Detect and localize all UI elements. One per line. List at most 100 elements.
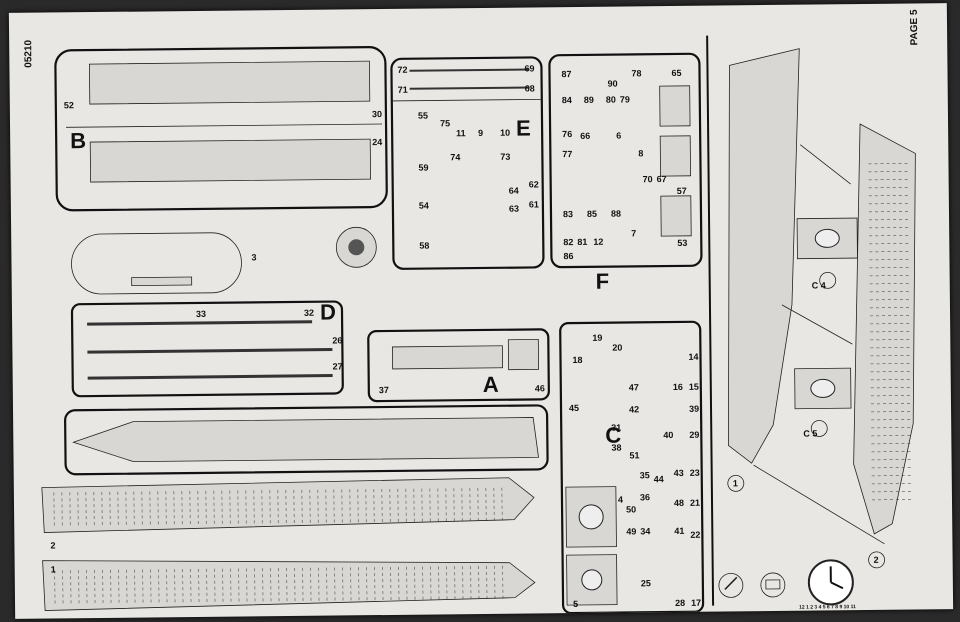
part-label-39: 39 bbox=[689, 404, 699, 414]
part-label-76: 76 bbox=[562, 129, 572, 139]
glue-icon bbox=[718, 572, 744, 598]
part-label-90: 90 bbox=[608, 79, 618, 89]
part-label-55: 55 bbox=[418, 111, 428, 121]
part-label-58: 58 bbox=[419, 241, 429, 251]
part-label-66: 66 bbox=[580, 131, 590, 141]
hull-assembly-drawing bbox=[728, 48, 916, 545]
part-label-4: 4 bbox=[618, 495, 623, 505]
hull-porthole-rows bbox=[53, 487, 504, 604]
document-code: 05210 bbox=[23, 39, 34, 67]
part-label-74: 74 bbox=[450, 152, 460, 162]
part-label-3: 3 bbox=[251, 252, 256, 262]
part-label-26: 26 bbox=[332, 335, 342, 345]
part-label-35: 35 bbox=[640, 470, 650, 480]
part-label-40: 40 bbox=[663, 430, 673, 440]
part-label-48: 48 bbox=[674, 498, 684, 508]
sprue-c-frame bbox=[559, 320, 705, 615]
part-label-50: 50 bbox=[626, 504, 636, 514]
sprue-label-d: D bbox=[320, 300, 336, 325]
part-label-72: 72 bbox=[397, 65, 407, 75]
part-label-1: 1 bbox=[51, 564, 56, 574]
sprue-e-frame bbox=[390, 56, 545, 270]
assembly-divider bbox=[706, 35, 715, 606]
part-label-75: 75 bbox=[440, 118, 450, 128]
hull-sprue-panel: 2 1 bbox=[41, 477, 536, 611]
part-label-12: 12 bbox=[593, 237, 603, 247]
part-label-84: 84 bbox=[562, 95, 572, 105]
part-label-88: 88 bbox=[611, 209, 621, 219]
part-label-81: 81 bbox=[577, 237, 587, 247]
part-label-18: 18 bbox=[572, 355, 582, 365]
part-label-20: 20 bbox=[612, 343, 622, 353]
part-label-80: 80 bbox=[606, 95, 616, 105]
part-label-85: 85 bbox=[587, 209, 597, 219]
part-label-31: 31 bbox=[611, 423, 621, 433]
part-label-52: 52 bbox=[64, 100, 74, 110]
sprue-label-b: B bbox=[70, 128, 86, 153]
part-label-36: 36 bbox=[640, 492, 650, 502]
part-label-19: 19 bbox=[592, 333, 602, 343]
part-label-7: 7 bbox=[631, 228, 636, 238]
part-label-64: 64 bbox=[509, 186, 519, 196]
part-label-53: 53 bbox=[677, 238, 687, 248]
part-label-22: 22 bbox=[690, 530, 700, 540]
part-label-38: 38 bbox=[611, 443, 621, 453]
part-label-23: 23 bbox=[690, 468, 700, 478]
part-label-47: 47 bbox=[629, 382, 639, 392]
part-label-73: 73 bbox=[500, 152, 510, 162]
part-label-8: 8 bbox=[638, 148, 643, 158]
part-label-17: 17 bbox=[691, 598, 701, 608]
main-deck-part bbox=[72, 417, 539, 463]
part-label-79: 79 bbox=[620, 94, 630, 104]
part-label-87: 87 bbox=[561, 69, 571, 79]
part-label-83: 83 bbox=[563, 209, 573, 219]
part-label-9: 9 bbox=[478, 128, 483, 138]
part-label-37: 37 bbox=[379, 385, 389, 395]
part-label-62: 62 bbox=[529, 179, 539, 189]
part-label-65: 65 bbox=[671, 68, 681, 78]
part-label-30: 30 bbox=[372, 109, 382, 119]
part-label-24: 24 bbox=[372, 137, 382, 147]
sprue-f-frame bbox=[548, 52, 703, 269]
sprue-d-frame bbox=[70, 300, 344, 398]
part-label-41: 41 bbox=[674, 526, 684, 536]
part-label-86: 86 bbox=[563, 251, 573, 261]
part-label-46: 46 bbox=[535, 383, 545, 393]
part-label-42: 42 bbox=[629, 404, 639, 414]
part-label-21: 21 bbox=[690, 498, 700, 508]
sprue-label-e: E bbox=[516, 115, 531, 140]
instruction-sheet: 05210 PAGE 5 2 1 B 52 30 24 3 D 33 32 26… bbox=[8, 3, 954, 619]
part-label-70: 70 bbox=[643, 174, 653, 184]
part-label-71: 71 bbox=[398, 85, 408, 95]
hull-outer-half bbox=[853, 123, 916, 535]
part-label-29: 29 bbox=[689, 430, 699, 440]
part-label-27: 27 bbox=[333, 361, 343, 371]
page-label: PAGE 5 bbox=[909, 9, 920, 45]
sprue-label-c: C bbox=[605, 423, 621, 448]
part-label-54: 54 bbox=[419, 201, 429, 211]
part-label-49: 49 bbox=[626, 526, 636, 536]
part-label-25: 25 bbox=[641, 578, 651, 588]
part-label-57: 57 bbox=[677, 186, 687, 196]
callout-step-2: 2 bbox=[874, 555, 879, 565]
part-label-77: 77 bbox=[562, 149, 572, 159]
callout-step-1: 1 bbox=[733, 478, 738, 488]
part-label-45: 45 bbox=[569, 403, 579, 413]
part-label-33: 33 bbox=[196, 309, 206, 319]
cutter-icon bbox=[760, 572, 786, 598]
part-label-89: 89 bbox=[584, 95, 594, 105]
part-label-16: 16 bbox=[673, 382, 683, 392]
part-label-78: 78 bbox=[631, 68, 641, 78]
part-label-11: 11 bbox=[456, 128, 466, 138]
clock-dial-numerals: 12 1 2 3 4 5 6 7 8 9 10 11 bbox=[799, 604, 856, 611]
callout-c5: C 5 bbox=[803, 428, 817, 438]
part-label-69: 69 bbox=[524, 63, 534, 73]
callout-c4: C 4 bbox=[812, 280, 826, 290]
part-label-34: 34 bbox=[640, 526, 650, 536]
part-label-2: 2 bbox=[50, 540, 55, 550]
part-label-61: 61 bbox=[529, 199, 539, 209]
part-label-59: 59 bbox=[418, 163, 428, 173]
deck-strip-24 bbox=[89, 138, 372, 183]
hull-half-upper bbox=[41, 477, 535, 533]
sprue-a-frame bbox=[367, 328, 550, 403]
